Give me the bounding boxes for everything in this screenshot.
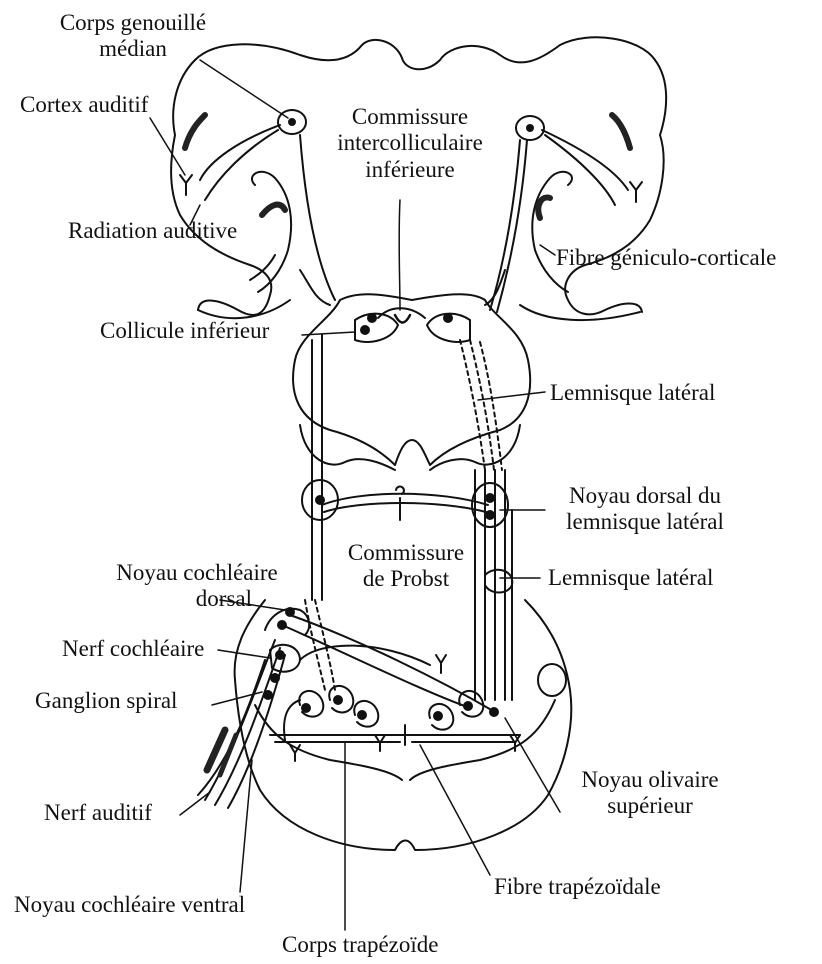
label-commissure-ic-line3: inférieure [330, 157, 490, 183]
label-noyau-cochleaire-ventral: Noyau cochléaire ventral [14, 892, 245, 918]
label-lemnisque-lateral-2: Lemnisque latéral [548, 565, 713, 591]
label-corps-genouille-line2: médian [38, 36, 228, 62]
label-corps-trapezoide: Corps trapézoïde [282, 932, 438, 958]
label-fibre-geniculo-corticale: Fibre géniculo-corticale [556, 245, 776, 271]
label-noyau-dorsal: Noyau dorsal du lemnisque latéral [540, 483, 750, 536]
label-collicule-inferieur: Collicule inférieur [100, 318, 269, 344]
label-noyau-olivaire: Noyau olivaire supérieur [560, 767, 740, 820]
label-commissure-intercolliculaire: Commissure intercolliculaire inférieure [330, 104, 490, 183]
midbrain [293, 294, 530, 470]
label-noyau-olivaire-line1: Noyau olivaire [560, 767, 740, 793]
label-corps-genouille-line1: Corps genouillé [38, 10, 228, 36]
label-fibre-trapezoidale: Fibre trapézoïdale [494, 874, 661, 900]
label-corps-genouille: Corps genouillé médian [38, 10, 228, 63]
label-nerf-auditif: Nerf auditif [44, 800, 152, 826]
label-noyau-cochleaire-dorsal: Noyau cochléaire dorsal [92, 560, 302, 613]
label-nerf-cochleaire: Nerf cochléaire [62, 636, 204, 662]
label-radiation-auditive: Radiation auditive [68, 218, 237, 244]
label-commissure-probst-line2: de Probst [326, 566, 486, 592]
label-commissure-ic-line2: intercolliculaire [330, 130, 490, 156]
cochlear-and-olivary-nuclei [264, 600, 520, 761]
medulla [235, 600, 572, 850]
label-cortex-auditif: Cortex auditif [20, 92, 148, 118]
label-commissure-ic-line1: Commissure [330, 104, 490, 130]
label-noyau-cochleaire-dorsal-line2: dorsal [92, 586, 302, 612]
label-lemnisque-lateral-1: Lemnisque latéral [550, 380, 715, 406]
label-noyau-cochleaire-dorsal-line1: Noyau cochléaire [92, 560, 302, 586]
label-commissure-probst: Commissure de Probst [326, 540, 486, 593]
label-ganglion-spiral: Ganglion spiral [35, 688, 177, 714]
label-noyau-dorsal-line1: Noyau dorsal du [540, 483, 750, 509]
label-noyau-dorsal-line2: lemnisque latéral [540, 509, 750, 535]
label-commissure-probst-line1: Commissure [326, 540, 486, 566]
label-noyau-olivaire-line2: supérieur [560, 793, 740, 819]
